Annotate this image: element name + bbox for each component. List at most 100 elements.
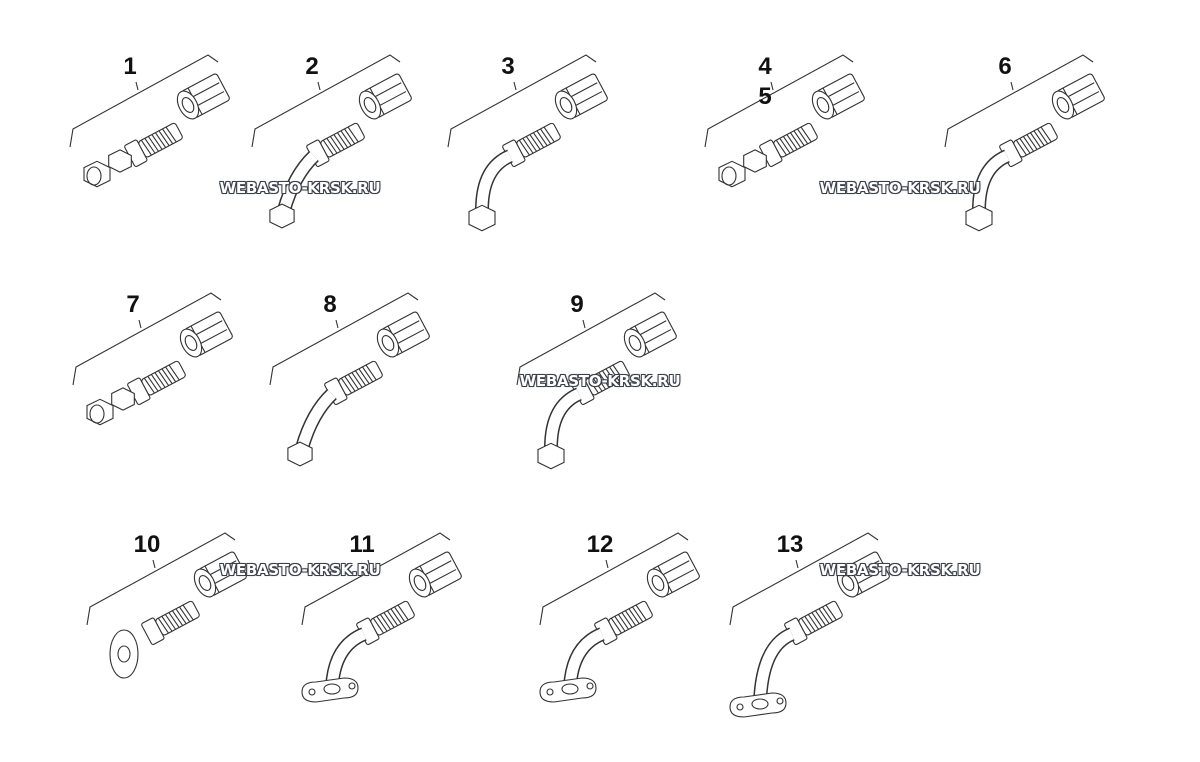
watermark: WEBASTO-KRSK.RU bbox=[219, 561, 381, 579]
flange-hole bbox=[586, 682, 594, 690]
union-nut bbox=[179, 311, 233, 358]
end-nut bbox=[537, 442, 565, 470]
end-nut bbox=[86, 398, 114, 426]
watermark: WEBASTO-KRSK.RU bbox=[819, 561, 981, 579]
threaded-fitting bbox=[759, 122, 818, 168]
union-nut bbox=[1051, 73, 1105, 120]
leader-tick bbox=[513, 81, 517, 91]
part-label: 7 bbox=[126, 291, 140, 318]
leader-tick bbox=[335, 319, 339, 329]
threaded-fitting bbox=[141, 600, 200, 646]
union-nut bbox=[646, 551, 700, 598]
fitting-2 bbox=[251, 54, 412, 229]
pipe-opening bbox=[751, 698, 769, 710]
end-nut bbox=[468, 204, 496, 232]
watermark: WEBASTO-KRSK.RU bbox=[819, 179, 981, 197]
flange-plate bbox=[109, 629, 139, 679]
end-nut bbox=[83, 160, 111, 188]
leader-tick bbox=[605, 559, 609, 569]
leader-tick bbox=[367, 559, 371, 569]
threaded-fitting bbox=[784, 600, 843, 646]
leader-bracket bbox=[704, 54, 854, 148]
threaded-fitting bbox=[324, 360, 383, 406]
flange-hole bbox=[308, 688, 316, 696]
part-label: 10 bbox=[133, 531, 161, 558]
leader-tick bbox=[770, 81, 774, 91]
part-label: 2 bbox=[305, 53, 319, 80]
hex-body bbox=[108, 149, 132, 173]
hex-body bbox=[111, 387, 135, 411]
leader-bracket bbox=[729, 532, 879, 626]
flange-plate bbox=[729, 692, 787, 718]
leader-bracket bbox=[539, 532, 689, 626]
flange-hole bbox=[348, 682, 356, 690]
fitting-10 bbox=[86, 532, 247, 679]
leader-tick bbox=[1010, 81, 1014, 91]
part-sublabel: 5 bbox=[758, 83, 772, 110]
fitting-9 bbox=[516, 292, 677, 470]
end-nut bbox=[718, 160, 746, 188]
threaded-fitting bbox=[594, 600, 653, 646]
part-label: 9 bbox=[570, 291, 584, 318]
leader-bracket bbox=[944, 54, 1094, 148]
fitting-7 bbox=[72, 292, 233, 426]
union-nut bbox=[554, 73, 608, 120]
threaded-fitting bbox=[124, 122, 183, 168]
fitting-6 bbox=[944, 54, 1105, 232]
leader-tick bbox=[582, 319, 586, 329]
threaded-fitting bbox=[999, 122, 1058, 168]
threaded-fitting bbox=[502, 122, 561, 168]
leader-bracket bbox=[69, 54, 219, 148]
flange-hole bbox=[546, 688, 554, 696]
pipe-opening bbox=[323, 683, 341, 695]
part-label: 3 bbox=[501, 53, 515, 80]
threaded-fitting bbox=[306, 122, 365, 168]
union-nut bbox=[408, 551, 462, 598]
threaded-fitting bbox=[571, 360, 630, 406]
fitting-12 bbox=[539, 532, 700, 703]
leader-bracket bbox=[447, 54, 597, 148]
leader-bracket bbox=[516, 292, 666, 386]
flange-hole bbox=[117, 645, 131, 663]
pipe-opening bbox=[561, 683, 579, 695]
part-label: 8 bbox=[323, 291, 337, 318]
fitting-8 bbox=[269, 292, 430, 467]
fitting-11 bbox=[301, 532, 462, 703]
leader-tick bbox=[317, 81, 321, 91]
leader-bracket bbox=[301, 532, 451, 626]
union-nut bbox=[811, 73, 865, 120]
nut-bore bbox=[721, 166, 737, 186]
union-nut bbox=[358, 73, 412, 120]
watermark: WEBASTO-KRSK.RU bbox=[219, 179, 381, 197]
leader-tick bbox=[138, 319, 142, 329]
part-label: 4 bbox=[758, 53, 772, 80]
part-label: 13 bbox=[776, 531, 804, 558]
nut-bore bbox=[86, 166, 102, 186]
union-nut bbox=[376, 311, 430, 358]
leader-tick bbox=[135, 81, 139, 91]
threaded-fitting bbox=[127, 360, 186, 406]
end-nut bbox=[287, 441, 313, 467]
flange-hole bbox=[736, 703, 744, 711]
fitting-3 bbox=[447, 54, 608, 232]
union-nut bbox=[836, 551, 890, 598]
leader-tick bbox=[152, 559, 156, 569]
watermark: WEBASTO-KRSK.RU bbox=[519, 372, 681, 390]
union-nut bbox=[623, 311, 677, 358]
leader-bracket bbox=[86, 532, 236, 626]
nut-bore bbox=[89, 404, 105, 424]
flange-plate bbox=[301, 677, 359, 703]
flange-hole bbox=[776, 697, 784, 705]
leader-bracket bbox=[269, 292, 419, 386]
leader-bracket bbox=[251, 54, 401, 148]
union-nut bbox=[176, 73, 230, 120]
part-label: 11 bbox=[349, 531, 375, 558]
union-nut bbox=[193, 551, 247, 598]
flange-plate bbox=[539, 677, 597, 703]
end-nut bbox=[269, 203, 295, 229]
end-nut bbox=[965, 204, 993, 232]
part-label: 1 bbox=[123, 53, 137, 80]
leader-tick bbox=[795, 559, 799, 569]
